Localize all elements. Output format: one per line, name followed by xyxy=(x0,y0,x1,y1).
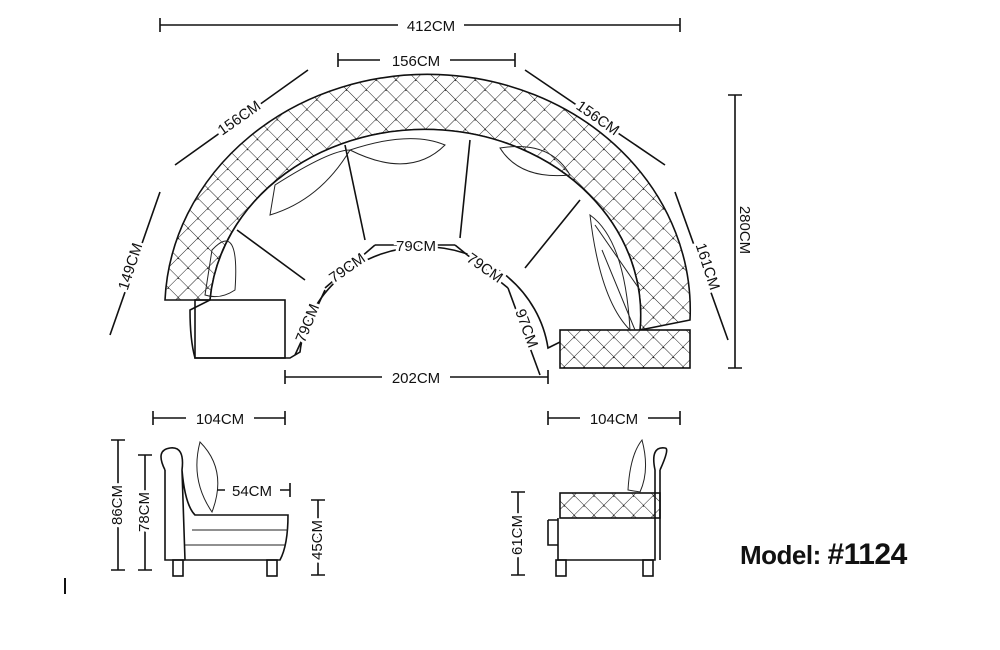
dim-inner-3: 79CM xyxy=(396,238,436,255)
dim-center-back: 156CM xyxy=(392,53,440,70)
dim-seat-height: 45CM xyxy=(309,520,326,560)
side-view-right: 104CM 61CM xyxy=(506,408,681,577)
text-cursor xyxy=(64,578,66,594)
model-label: Model: #1124 xyxy=(740,538,907,572)
top-view: 412CM 156CM 156CM 156CM 149CM 161CM 280C… xyxy=(109,15,756,387)
dim-total-height: 86CM xyxy=(109,485,126,525)
dim-right-depth: 104CM xyxy=(590,411,638,428)
dim-back-height: 78CM xyxy=(136,492,153,532)
dim-left-depth: 104CM xyxy=(196,411,244,428)
dim-overall-width: 412CM xyxy=(407,18,455,35)
dim-inner-width: 202CM xyxy=(392,370,440,387)
model-number: #1124 xyxy=(827,538,908,571)
model-prefix: Model: xyxy=(740,540,821,570)
dim-right-end: 161CM xyxy=(692,241,723,292)
dim-chaise-height: 61CM xyxy=(509,515,526,555)
side-view-left: 104CM 86CM 78CM 54CM 45CM xyxy=(106,408,329,577)
right-end-cushion xyxy=(559,329,691,369)
dim-overall-depth: 280CM xyxy=(736,206,753,254)
dim-left-end: 149CM xyxy=(115,241,146,292)
dim-seat-depth: 54CM xyxy=(232,483,272,500)
